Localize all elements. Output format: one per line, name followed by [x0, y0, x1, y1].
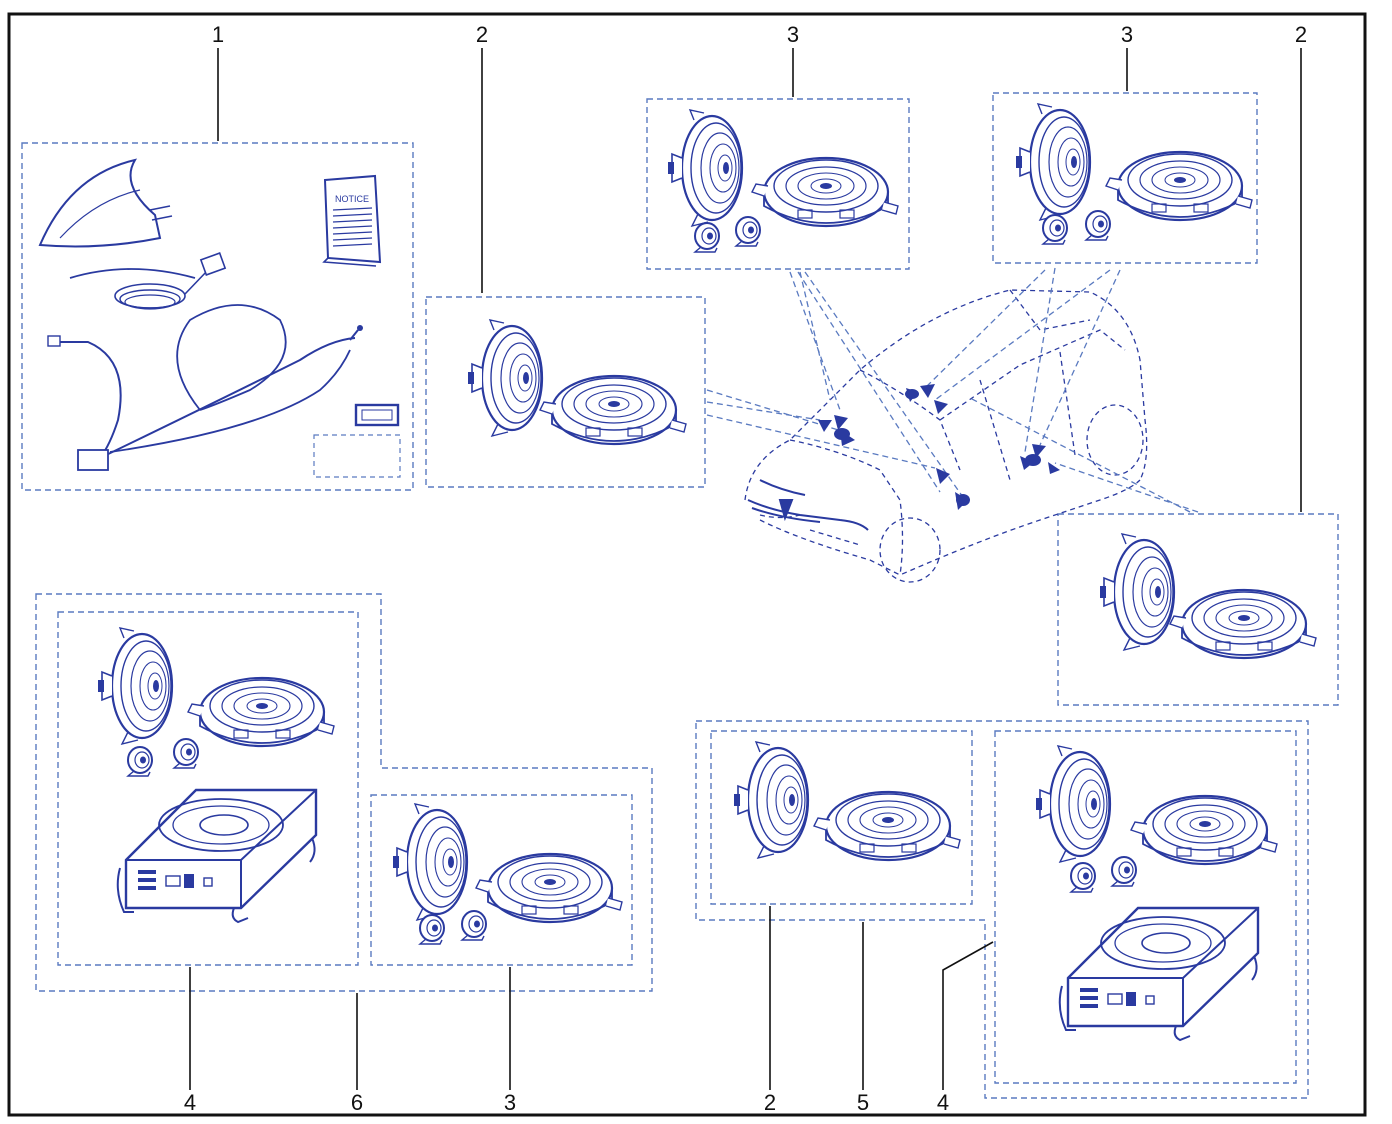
speaker-icon [732, 740, 810, 860]
panel-3-top-middle [646, 98, 910, 270]
callout-2-top-right: 2 [1295, 22, 1307, 47]
speaker-icon [391, 802, 469, 922]
subwoofer-icon [116, 788, 318, 924]
callout-2-top-left: 2 [476, 22, 488, 47]
panel-2-rear-speakers [1057, 513, 1339, 706]
callout-5-bottom: 5 [857, 1090, 869, 1115]
callout-4-bottom-right: 4 [937, 1090, 949, 1115]
car-grille-icon [747, 479, 869, 531]
tweeter-icon [127, 746, 153, 777]
speaker-icon [96, 626, 174, 746]
callout-2-bottom: 2 [764, 1090, 776, 1115]
callout-3-bottom: 3 [504, 1090, 516, 1115]
group-6-bottom-left [35, 593, 653, 992]
tweeter-icon [1085, 210, 1111, 241]
leader-dashes [706, 267, 1199, 513]
callout-6-bottom: 6 [351, 1090, 363, 1115]
speaker-icon [1104, 150, 1254, 222]
tweeter-icon [735, 216, 761, 247]
callout-3-top-right: 3 [1121, 22, 1133, 47]
tweeter-icon [694, 222, 720, 253]
speaker-icon [186, 676, 336, 748]
callout-labels: 1 2 3 3 2 4 6 3 2 5 4 [184, 22, 1307, 1115]
tweeter-icon [1042, 214, 1068, 245]
panel-1-antenna-kit: NOTICE [21, 142, 414, 491]
speaker-icon [538, 374, 688, 446]
notice-label: NOTICE [335, 194, 369, 204]
callout-3-top-middle: 3 [787, 22, 799, 47]
panel-2-front-speakers [425, 296, 706, 488]
notice-booklet-icon: NOTICE [322, 174, 382, 267]
callout-1-top: 1 [212, 22, 224, 47]
callout-leaders [189, 48, 1302, 1090]
antenna-kit-icon [38, 158, 401, 478]
speaker-icon [750, 156, 900, 228]
speaker-icon [812, 790, 962, 862]
outer-frame [7, 12, 1367, 1117]
tweeter-icon [173, 738, 199, 769]
panel-3-top-right [992, 92, 1258, 264]
car-outline-icon [744, 289, 1148, 583]
speaker-icon [1168, 588, 1318, 660]
subwoofer-icon [1058, 906, 1260, 1042]
callout-4-bottom-left: 4 [184, 1090, 196, 1115]
speaker-icon [1034, 744, 1112, 864]
speaker-icon [1129, 794, 1279, 866]
speaker-icon [1014, 102, 1092, 222]
tweeter-icon [1070, 862, 1096, 893]
tweeter-icon [461, 910, 487, 941]
tweeter-icon [1111, 856, 1137, 887]
speaker-icon [666, 108, 744, 228]
speaker-icon [1098, 532, 1176, 652]
speaker-icon [466, 318, 544, 438]
speaker-spots [834, 389, 1041, 506]
tweeter-icon [419, 914, 445, 945]
group-5-bottom-right [695, 720, 1309, 1099]
speaker-icon [474, 852, 624, 924]
